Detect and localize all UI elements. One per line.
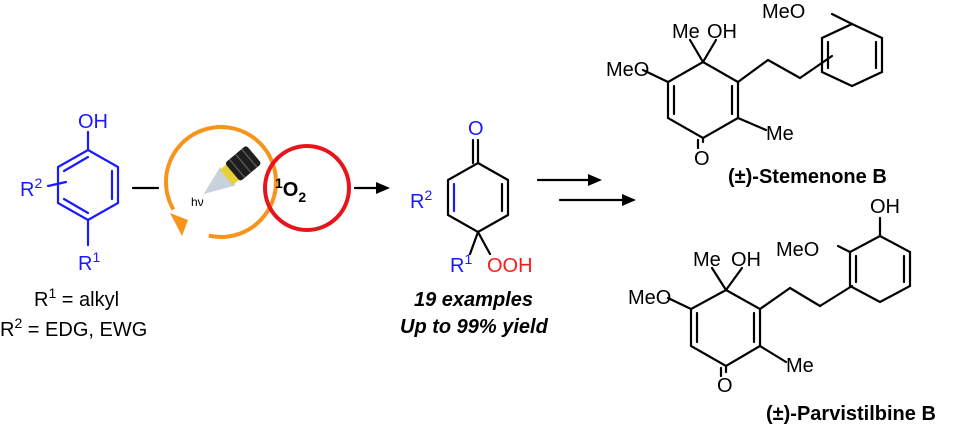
parvistilbine-meo-label: MeO <box>628 287 671 309</box>
singlet-oxygen-ring <box>263 144 351 232</box>
photo-conditions: hν 1O2 <box>164 125 351 239</box>
parvistilbine-o-label: O <box>717 375 733 397</box>
product-ooh-label: OOH <box>487 255 533 277</box>
parvistilbine-meo-top: MeO <box>776 239 819 261</box>
flashlight-icon <box>203 146 261 194</box>
hv-label: hν <box>191 195 204 209</box>
phenol-oh-label: OH <box>78 111 108 133</box>
stemenone-meo-label: MeO <box>606 59 649 81</box>
stemenone-me-label: Me <box>672 21 700 43</box>
examples-count: 19 examples <box>414 289 533 311</box>
product-o-label: O <box>468 118 484 140</box>
light-cycle-arc <box>164 125 278 239</box>
yield-text: Up to 99% yield <box>400 316 549 338</box>
stemenone-meo-top: MeO <box>762 1 805 23</box>
stemenone-o-label: O <box>694 148 710 170</box>
stemenone-name: (±)-Stemenone B <box>728 166 887 188</box>
parvistilbine-me-label: Me <box>693 249 721 271</box>
parvistilbine-name: (±)-Parvistilbine B <box>766 403 936 425</box>
product-structure: O R2 R1 OOH <box>410 118 533 277</box>
parvistilbine-oh-top: OH <box>870 196 900 218</box>
r2-definition: R2 = EDG, EWG <box>0 315 147 341</box>
product-r2-label: R2 <box>410 187 432 213</box>
parvistilbine-me2-label: Me <box>786 355 814 377</box>
stemenone-oh-label: OH <box>707 21 737 43</box>
stemenone-me2-label: Me <box>766 123 794 145</box>
reaction-arrowhead <box>376 182 390 194</box>
stemenone-b-structure: MeO Me OH MeO Me O <box>606 1 884 170</box>
phenol-r1-label: R1 <box>78 249 100 275</box>
phenol-r2-label: R2 <box>20 175 42 201</box>
parvistilbine-oh-label: OH <box>731 249 761 271</box>
phenol-structure: OH R2 R1 <box>20 111 120 275</box>
r1-definition: R1 = alkyl <box>34 285 119 311</box>
arrow-step-1-head <box>588 174 602 186</box>
arrow-step-2-head <box>622 194 636 206</box>
product-r1-label: R1 <box>450 251 472 277</box>
light-arrowhead <box>170 213 188 236</box>
parvistilbine-b-structure: OH MeO Me OH MeO Me O <box>628 196 912 397</box>
singlet-oxygen-label: 1O2 <box>275 175 306 205</box>
